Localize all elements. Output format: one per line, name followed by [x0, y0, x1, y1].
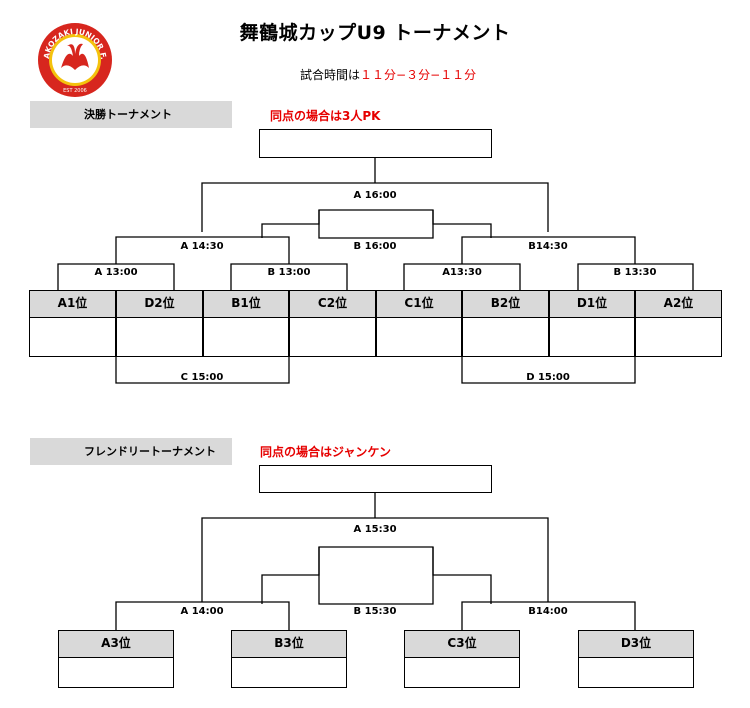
match-label-semi-left: A 14:30: [180, 241, 224, 252]
friendly-match-label-semi-left: A 14:00: [180, 606, 224, 617]
team-cell: B1位: [203, 290, 289, 318]
friendly-score-slot: [578, 657, 694, 688]
team-cell: A1位: [29, 290, 116, 318]
friendly-team-cell: C3位: [404, 630, 520, 658]
final-tournament-label: 決勝トーナメント: [30, 101, 232, 128]
friendly-score-slot: [231, 657, 347, 688]
team-score-slot: [289, 317, 376, 357]
match-label-qf-1: A 13:00: [94, 267, 138, 278]
page-title: 舞鶴城カップU9 トーナメント: [239, 22, 511, 44]
friendly-team-cell: A3位: [58, 630, 174, 658]
logo-est: EST 2006: [63, 88, 87, 94]
friendly-match-label-semi-right: B14:00: [528, 606, 568, 617]
team-score-slot: [635, 317, 722, 357]
match-label-consolation-left: C 15:00: [180, 372, 224, 383]
friendly-match-label-third-place: B 15:30: [353, 606, 397, 617]
match-time-label: 試合時間は: [300, 68, 361, 82]
match-label-qf-2: B 13:00: [267, 267, 311, 278]
team-score-slot: [203, 317, 289, 357]
match-label-qf-3: A13:30: [442, 267, 482, 278]
match-time: 試合時間は１１分−３分−１１分: [300, 66, 476, 83]
team-cell: D1位: [549, 290, 635, 318]
match-label-consolation-right: D 15:00: [526, 372, 570, 383]
friendly-score-slot: [58, 657, 174, 688]
friendly-team-cell: B3位: [231, 630, 347, 658]
final-winner-box: [259, 129, 492, 158]
friendly-tournament-label: フレンドリートーナメント: [30, 438, 232, 465]
match-label-semi-right: B14:30: [528, 241, 568, 252]
match-label-final: A 16:00: [353, 190, 397, 201]
team-score-slot: [549, 317, 635, 357]
club-logo: HAKOZAKI JUNIOR F.C EST 2006: [34, 15, 113, 98]
team-score-slot: [29, 317, 116, 357]
team-score-slot: [116, 317, 203, 357]
team-score-slot: [376, 317, 462, 357]
match-time-value: １１分−３分−１１分: [360, 68, 477, 82]
team-cell: D2位: [116, 290, 203, 318]
final-tie-rule: 同点の場合は3人PK: [270, 109, 381, 123]
team-cell: C1位: [376, 290, 462, 318]
friendly-score-slot: [404, 657, 520, 688]
team-cell: C2位: [289, 290, 376, 318]
match-label-third-place: B 16:00: [353, 241, 397, 252]
match-label-qf-4: B 13:30: [613, 267, 657, 278]
friendly-team-cell: D3位: [578, 630, 694, 658]
friendly-tie-rule: 同点の場合はジャンケン: [260, 445, 392, 459]
team-score-slot: [462, 317, 549, 357]
team-cell: B2位: [462, 290, 549, 318]
friendly-winner-box: [259, 465, 492, 493]
team-cell: A2位: [635, 290, 722, 318]
friendly-match-label-final: A 15:30: [353, 524, 397, 535]
